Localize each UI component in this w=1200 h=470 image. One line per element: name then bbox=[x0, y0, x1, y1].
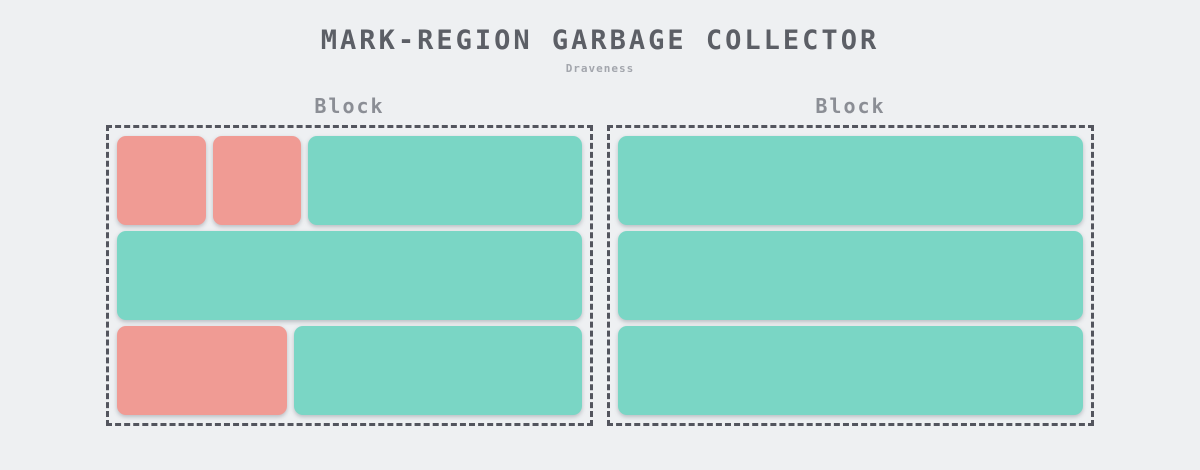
blocks-container: Block Block bbox=[0, 96, 1200, 426]
page-subtitle: Draveness bbox=[565, 62, 635, 75]
memory-block-1: Block bbox=[106, 96, 593, 426]
memory-row bbox=[618, 231, 1083, 320]
memory-row bbox=[117, 326, 582, 415]
memory-region-teal bbox=[618, 231, 1083, 320]
block-outline bbox=[106, 125, 593, 426]
block-label: Block bbox=[314, 94, 385, 118]
memory-region-salmon bbox=[213, 136, 301, 225]
memory-block-2: Block bbox=[607, 96, 1094, 426]
block-outline bbox=[607, 125, 1094, 426]
memory-region-teal bbox=[618, 136, 1083, 225]
memory-row bbox=[618, 326, 1083, 415]
memory-row bbox=[117, 231, 582, 320]
memory-row bbox=[618, 136, 1083, 225]
block-label: Block bbox=[815, 94, 886, 118]
memory-region-salmon bbox=[117, 136, 206, 225]
memory-row bbox=[117, 136, 582, 225]
header: MARK-REGION GARBAGE COLLECTOR Draveness bbox=[0, 0, 1200, 74]
memory-region-teal bbox=[308, 136, 582, 225]
page-title: MARK-REGION GARBAGE COLLECTOR bbox=[320, 25, 880, 56]
memory-region-teal bbox=[294, 326, 582, 415]
memory-region-teal bbox=[117, 231, 582, 320]
memory-region-teal bbox=[618, 326, 1083, 415]
memory-region-salmon bbox=[117, 326, 287, 415]
